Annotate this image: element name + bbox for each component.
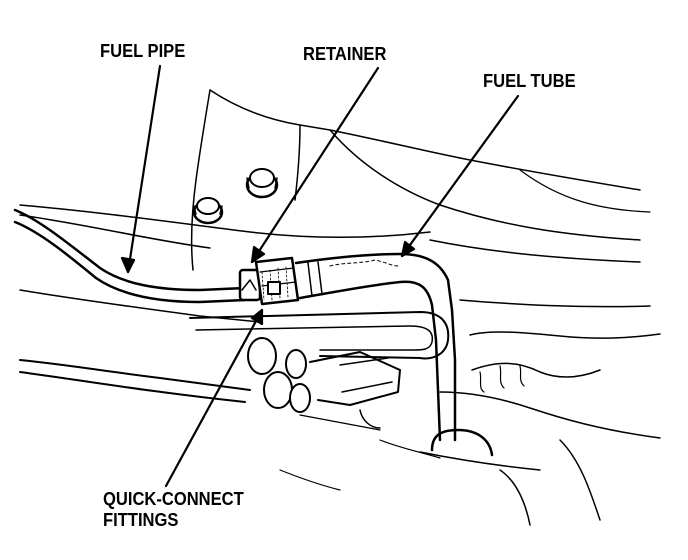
- body-panels: [279, 239, 661, 526]
- bracket-bolts: [192, 168, 279, 225]
- leader-fuel-pipe: [126, 64, 162, 274]
- arrow-retainer: [250, 245, 266, 264]
- arrow-quick-connect: [250, 308, 264, 326]
- leader-quick-connect: [164, 308, 264, 488]
- quick-connect-fitting: [238, 256, 300, 306]
- tube-mount-boss: [419, 428, 541, 471]
- leader-lines: [120, 64, 520, 488]
- fuel-tube: [294, 252, 457, 442]
- fuel-pipe-label: FUEL PIPE: [100, 41, 186, 61]
- mounting-bracket: [19, 89, 651, 271]
- fuel-tube-label: FUEL TUBE: [483, 71, 576, 91]
- leader-fuel-tube: [400, 94, 520, 258]
- fuel-pipe: [13, 208, 247, 304]
- arrow-fuel-tube: [400, 240, 416, 258]
- hose-bundle: [19, 289, 450, 431]
- quick-connect-fittings-label: QUICK-CONNECT FITTINGS: [103, 489, 244, 530]
- leader-retainer: [250, 66, 380, 264]
- arrow-fuel-pipe: [120, 256, 136, 274]
- quick-connect-label-line2: FITTINGS: [103, 509, 179, 530]
- quick-connect-label-line1: QUICK-CONNECT: [103, 489, 244, 509]
- retainer-label: RETAINER: [303, 44, 387, 64]
